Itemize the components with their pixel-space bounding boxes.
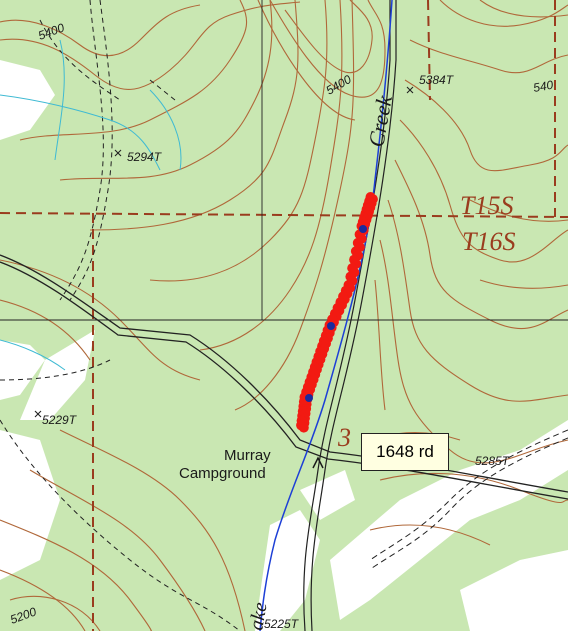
elevation-label: 5225T: [264, 617, 300, 631]
east-spur: [369, 429, 568, 569]
road-1648: [0, 254, 568, 500]
creek: [259, 0, 393, 631]
trails: [0, 0, 241, 631]
spot-elevation-marks: [34, 86, 414, 418]
elevation-label: 5384T: [419, 73, 455, 87]
road-callout[interactable]: 1648 rd: [361, 433, 449, 471]
township-south-label: T16S: [462, 227, 515, 256]
waypoint[interactable]: [305, 394, 313, 402]
waypoints: [305, 225, 367, 402]
elevation-label: 540: [532, 78, 554, 95]
section-number: 3: [337, 423, 351, 452]
streams: [0, 39, 182, 371]
campground-label: Murray: [224, 447, 271, 464]
waypoint[interactable]: [327, 322, 335, 330]
elevation-label: 5285T: [475, 454, 511, 468]
creek-label-partial: ake: [245, 601, 272, 631]
campground-symbol: [312, 456, 324, 469]
township-north-label: T15S: [460, 191, 513, 220]
elevation-label: 5229T: [42, 413, 78, 427]
waypoint[interactable]: [359, 225, 367, 233]
elevation-label: 5294T: [127, 150, 163, 164]
section-lines: [0, 0, 568, 321]
campground-label: Campground: [179, 465, 266, 482]
track-point: [298, 422, 309, 433]
